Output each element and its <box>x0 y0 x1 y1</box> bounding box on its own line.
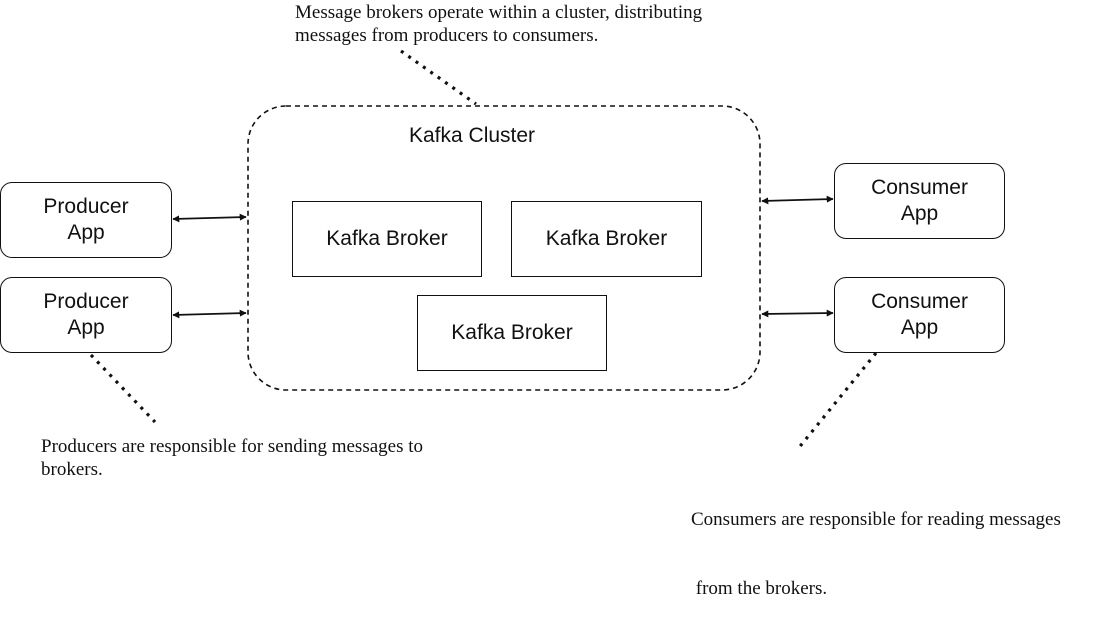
top-annotation-line-2: messages from producers to consumers. <box>295 25 599 46</box>
consumers-annotation-line-1: Consumers are responsible for reading me… <box>691 509 1061 530</box>
producer-1-cluster-arrow <box>172 213 247 223</box>
kafka-broker-1: Kafka Broker <box>292 201 482 277</box>
producers-annotation-line-1: Producers are responsible for sending me… <box>41 436 424 457</box>
consumers-annotation: Consumers are responsible for reading me… <box>691 462 1061 623</box>
kafka-broker-2: Kafka Broker <box>511 201 702 277</box>
kafka-cluster-boundary <box>247 105 761 391</box>
producers-annotation-line-2: brokers. <box>41 459 103 480</box>
producer-app-1: Producer App <box>0 182 172 258</box>
consumer-app-2-label-line-2: App <box>900 316 939 339</box>
producer-app-1-label-line-2: App <box>67 221 105 244</box>
kafka-broker-3: Kafka Broker <box>417 295 607 371</box>
kafka-cluster-title: Kafka Cluster <box>409 124 536 147</box>
producer-app-2-label-line-1: Producer <box>43 290 129 313</box>
kafka-broker-3-label: Kafka Broker <box>451 321 573 344</box>
consumer-2-cluster-arrow <box>761 309 834 318</box>
consumer-app-1: Consumer App <box>834 163 1005 239</box>
consumer-1-cluster-arrow <box>761 195 834 205</box>
producer-app-1-label-line-1: Producer <box>43 195 129 218</box>
consumers-annotation-line-2: from the brokers. <box>691 578 828 599</box>
producer-app-2-label-line-2: App <box>67 316 105 339</box>
consumer-app-2-label-line-1: Consumer <box>871 290 968 313</box>
producer-app-2: Producer App <box>0 277 172 353</box>
top-annotation-line-1: Message brokers operate within a cluster… <box>295 2 703 23</box>
top-annotation: Message brokers operate within a cluster… <box>295 1 702 47</box>
consumer-app-2: Consumer App <box>834 277 1005 353</box>
producer-2-cluster-arrow <box>172 309 247 319</box>
producers-note-connector <box>89 353 157 424</box>
consumer-app-1-label-line-1: Consumer <box>871 176 968 199</box>
kafka-broker-2-label: Kafka Broker <box>545 227 668 250</box>
consumers-note-connector <box>795 351 878 452</box>
consumer-app-1-label-line-2: App <box>900 202 939 225</box>
diagram-canvas <box>89 49 878 452</box>
top-note-connector <box>400 49 477 106</box>
kafka-broker-1-label: Kafka Broker <box>326 227 448 250</box>
producers-annotation: Producers are responsible for sending me… <box>41 435 423 481</box>
